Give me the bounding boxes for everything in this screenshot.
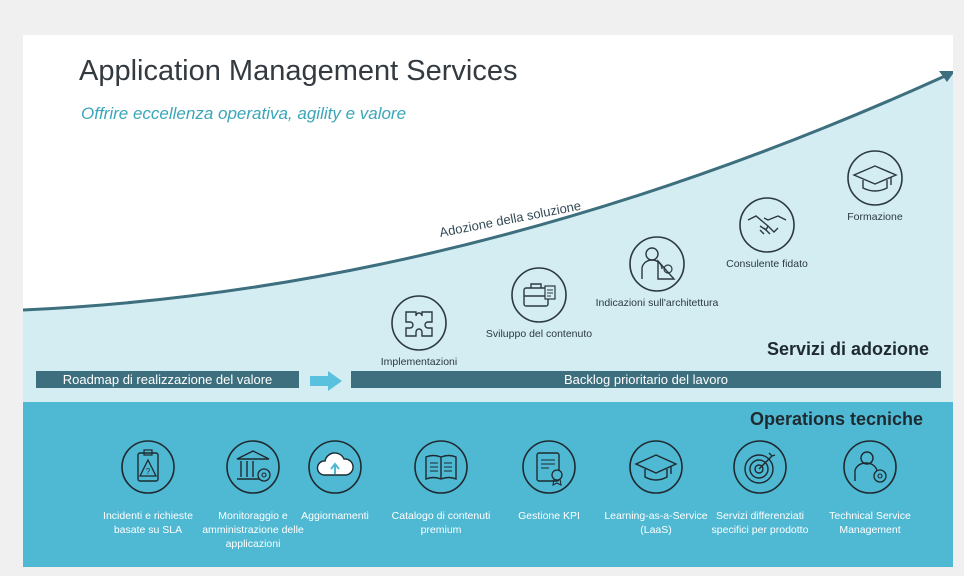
adoption-area: [23, 73, 953, 402]
page-title: Application Management Services: [79, 55, 518, 87]
adoption-item-formazione: Formazione: [810, 149, 940, 224]
adoption-item-sviluppo: Sviluppo del contenuto: [474, 266, 604, 341]
puzzle-icon: [391, 295, 447, 351]
ops-item-technical: Technical Service Management: [815, 439, 925, 537]
curve-arrowhead: [939, 71, 953, 82]
adoption-item-consulente: Consulente fidato: [702, 196, 832, 271]
certificate-icon: [522, 440, 576, 494]
ops-label: Learning-as-a-Service (LaaS): [604, 510, 708, 536]
user-gear-icon: [843, 440, 897, 494]
ops-item-kpi: Gestione KPI: [494, 439, 604, 523]
cloud-upload-icon: [308, 440, 362, 494]
operations-band: [23, 402, 953, 567]
ops-item-laas: Learning-as-a-Service (LaaS): [601, 439, 711, 537]
right-arrow-icon: [310, 371, 342, 391]
adoption-curve: [23, 74, 946, 312]
ops-label: Technical Service Management: [829, 510, 911, 536]
adoption-label: Consulente fidato: [726, 258, 808, 270]
graduation-cap-icon: [629, 440, 683, 494]
page-subtitle: Offrire eccellenza operativa, agility e …: [81, 104, 407, 123]
adoption-label: Formazione: [847, 211, 903, 223]
adoption-item-architettura: Indicazioni sull'architettura: [592, 235, 722, 310]
adoption-item-implementazioni: Implementazioni: [354, 294, 484, 369]
ops-label: Gestione KPI: [518, 510, 580, 522]
ops-item-incidenti: ? Incidenti e richieste basate su SLA: [93, 439, 203, 537]
handshake-icon: [739, 197, 795, 253]
ops-label: Aggiornamenti: [301, 510, 369, 522]
operations-heading: Operations tecniche: [750, 409, 924, 429]
architect-icon: [629, 236, 685, 292]
roadmap-bar: Roadmap di realizzazione del valore: [36, 371, 299, 388]
ops-label: Servizi differenziati specifici per prod…: [711, 510, 809, 536]
ops-label: Monitoraggio e amministrazione delle app…: [202, 510, 304, 550]
backlog-bar: Backlog prioritario del lavoro: [351, 371, 941, 388]
target-icon: [733, 440, 787, 494]
slide: Application Management Services Offrire …: [23, 35, 953, 567]
ops-item-catalogo: Catalogo di contenuti premium: [386, 439, 496, 537]
adoption-label: Sviluppo del contenuto: [485, 328, 593, 340]
book-icon: [414, 440, 468, 494]
ops-label: Incidenti e richieste basate su SLA: [103, 510, 193, 536]
background-graphic: [23, 71, 953, 567]
building-gear-icon: [226, 440, 280, 494]
adoption-label: Implementazioni: [380, 356, 458, 368]
ops-label: Catalogo di contenuti premium: [391, 510, 491, 536]
ops-item-monitoraggio: Monitoraggio e amministrazione delle app…: [198, 439, 308, 551]
graduation-cap-icon: [847, 150, 903, 206]
ops-item-aggiornamenti: Aggiornamenti: [280, 439, 390, 523]
ops-item-servizi: Servizi differenziati specifici per prod…: [705, 439, 815, 537]
briefcase-icon: [511, 267, 567, 323]
warning-clipboard-icon: ?: [121, 440, 175, 494]
svg-text:?: ?: [146, 467, 151, 476]
adoption-label: Indicazioni sull'architettura: [595, 297, 719, 309]
adoption-heading: Servizi di adozione: [767, 339, 930, 359]
